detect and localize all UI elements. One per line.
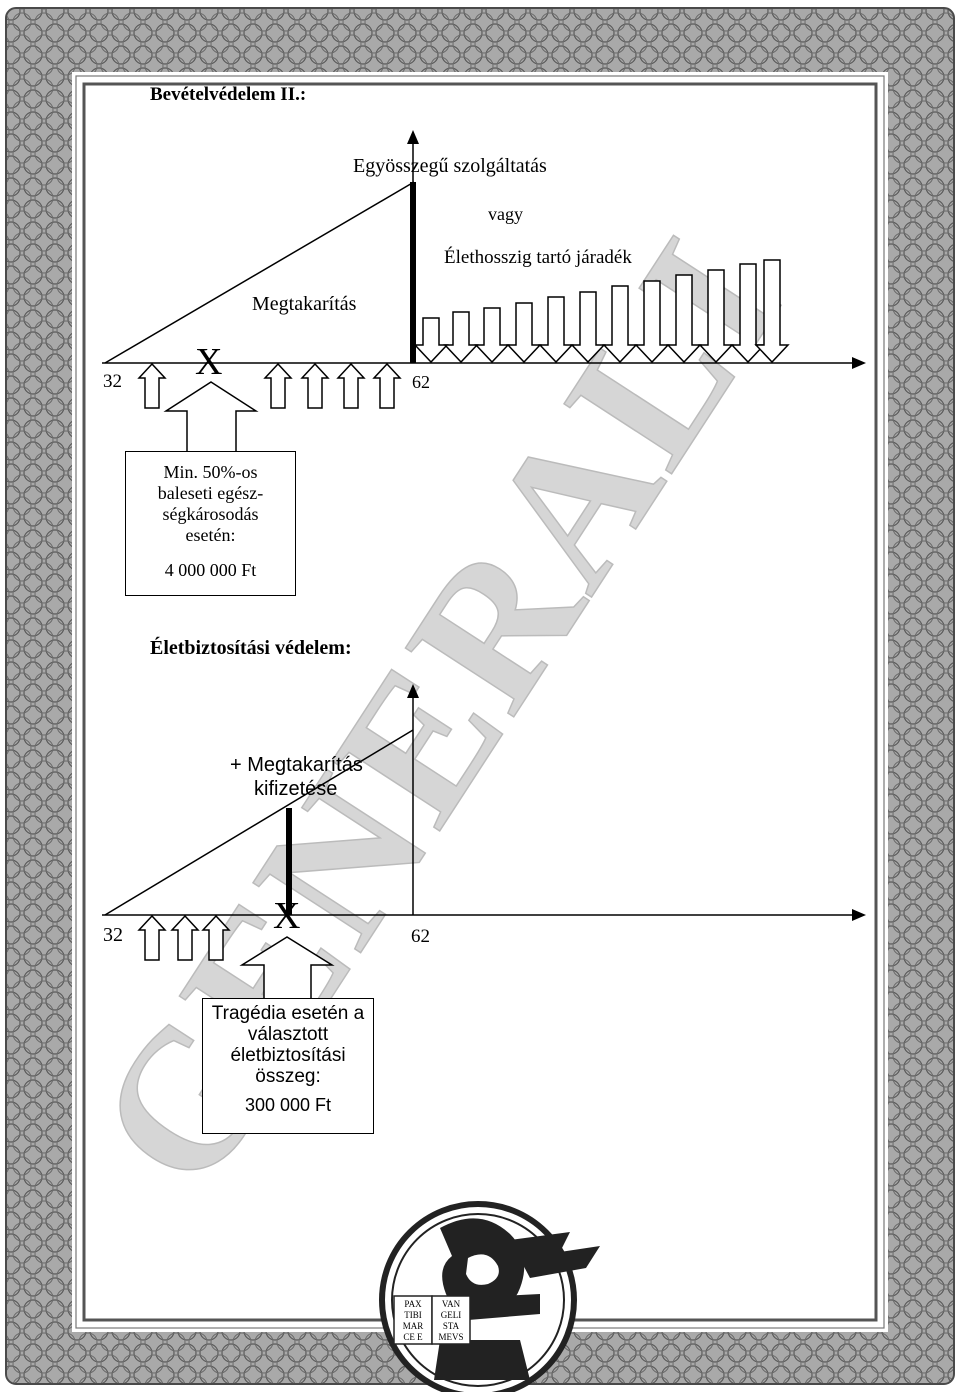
svg-text:VAN: VAN xyxy=(442,1299,461,1309)
premium-up-arrow xyxy=(201,914,231,961)
savings-label-1: Megtakarítás xyxy=(252,293,357,315)
annuity-down-arrow xyxy=(634,280,670,364)
annuity-down-arrow xyxy=(413,317,449,364)
end-age-2: 62 xyxy=(411,926,430,947)
svg-text:PAX: PAX xyxy=(404,1299,422,1309)
premium-up-arrow xyxy=(372,362,402,409)
premium-up-arrow xyxy=(137,914,167,961)
savings-payout-label-1: + Megtakarítás xyxy=(230,754,363,776)
premium-up-arrow xyxy=(300,362,330,409)
savings-payout-label-2: kifizetése xyxy=(254,778,338,800)
annuity-down-arrow xyxy=(698,269,734,364)
savings-slope-2 xyxy=(104,729,414,916)
accident-box-line: Min. 50%-os xyxy=(163,462,258,482)
accident-benefit-amount: 4 000 000 Ft xyxy=(164,560,257,580)
accident-box-line: esetén: xyxy=(185,525,236,545)
vertical-arrowhead-1 xyxy=(407,130,419,144)
annuity-down-arrow xyxy=(754,259,790,364)
generali-seal: PAX TIBI MAR CE E VAN GELI STA MEVS xyxy=(379,1201,600,1392)
svg-text:MEVS: MEVS xyxy=(438,1332,463,1342)
annuity-down-arrow xyxy=(602,285,638,364)
lump-sum-label: Egyösszegű szolgáltatás xyxy=(353,155,547,177)
life-box-line: összeg: xyxy=(255,1066,321,1087)
end-age-1: 62 xyxy=(412,372,430,392)
annuity-down-arrow xyxy=(666,274,702,364)
svg-text:STA: STA xyxy=(443,1321,460,1331)
or-label: vagy xyxy=(488,204,523,224)
vertical-arrowhead-2 xyxy=(407,684,419,698)
section-heading-life: Életbiztosítási védelem: xyxy=(150,637,352,659)
lump-sum-bar xyxy=(410,182,416,363)
death-benefit-bar xyxy=(286,808,292,915)
annuity-down-arrow xyxy=(730,263,766,364)
start-age-2: 32 xyxy=(103,924,123,946)
svg-text:CE E: CE E xyxy=(403,1332,423,1342)
annuity-down-arrow xyxy=(570,291,606,364)
annuity-label: Élethosszig tartó járadék xyxy=(444,247,632,268)
timeline-arrowhead-1 xyxy=(852,357,866,369)
annuity-payment-arrows xyxy=(413,259,790,364)
start-age-1: 32 xyxy=(103,371,122,392)
svg-text:GELI: GELI xyxy=(441,1310,462,1320)
accident-box-line: baleseti egész- xyxy=(157,483,264,503)
annuity-down-arrow xyxy=(506,302,542,364)
event-connector-arrow-2 xyxy=(239,936,335,1000)
accident-benefit-box: Min. 50%-os baleseti egész- ségkárosodás… xyxy=(125,451,296,596)
accident-box-line: ségkárosodás xyxy=(162,504,259,524)
premium-up-arrow xyxy=(137,362,167,409)
premium-arrows xyxy=(137,914,231,961)
annuity-down-arrow xyxy=(538,296,574,364)
life-box-line: Tragédia esetén a xyxy=(211,1003,365,1024)
life-benefit-box: Tragédia esetén a választott életbiztosí… xyxy=(202,998,374,1134)
premium-up-arrow xyxy=(263,362,293,409)
premium-up-arrow xyxy=(170,914,200,961)
life-box-line: választott xyxy=(247,1024,329,1045)
annuity-down-arrow xyxy=(474,307,510,364)
life-benefit-amount: 300 000 Ft xyxy=(244,1095,332,1115)
life-box-line: életbiztosítási xyxy=(230,1045,346,1066)
premium-up-arrow xyxy=(336,362,366,409)
section-heading-income: Bevételvédelem II.: xyxy=(150,84,307,105)
svg-text:MAR: MAR xyxy=(403,1321,424,1331)
timeline-arrowhead-2 xyxy=(852,909,866,921)
svg-text:TIBI: TIBI xyxy=(404,1310,422,1320)
event-marker-2: X xyxy=(273,895,301,937)
event-marker-1: X xyxy=(195,341,223,383)
premium-arrows xyxy=(137,362,402,409)
annuity-down-arrow xyxy=(443,311,479,364)
savings-slope-1 xyxy=(104,181,415,364)
